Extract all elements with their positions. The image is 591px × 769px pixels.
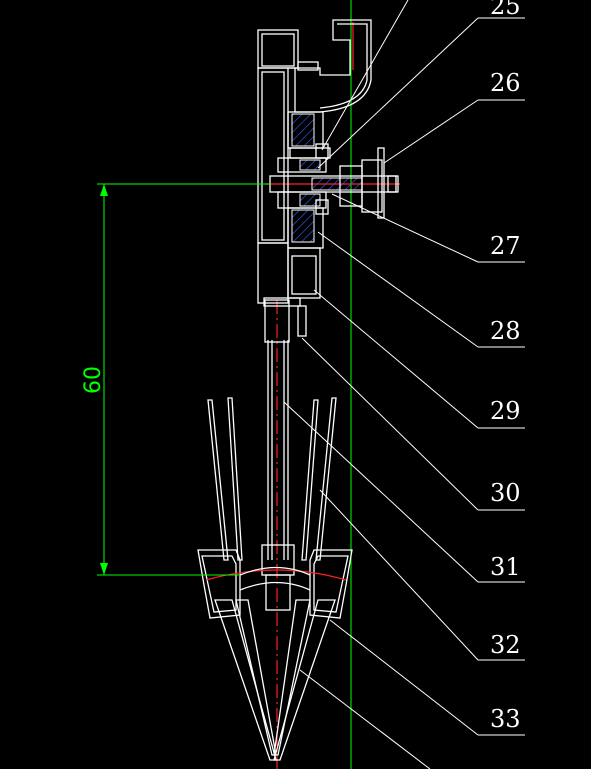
bearing-block: [269, 111, 399, 249]
hub-assembly: [197, 544, 353, 619]
shaft-tube: [264, 299, 307, 560]
lower-housing: [257, 242, 321, 307]
upper-housing: [257, 19, 372, 244]
callout-28: 28: [490, 317, 521, 345]
callout-33: 33: [490, 705, 521, 733]
callout-25: 25: [490, 0, 521, 20]
callout-32: 32: [490, 631, 521, 659]
callout-26: 26: [490, 69, 521, 97]
callout-29: 29: [490, 397, 521, 425]
leader-lines: [283, 0, 525, 769]
dimension-60: 60: [81, 183, 270, 576]
dimension-value: 60: [81, 366, 106, 394]
callout-31: 31: [490, 553, 521, 581]
blades: [207, 397, 337, 761]
callout-27: 27: [490, 232, 521, 260]
callout-30: 30: [490, 479, 521, 507]
